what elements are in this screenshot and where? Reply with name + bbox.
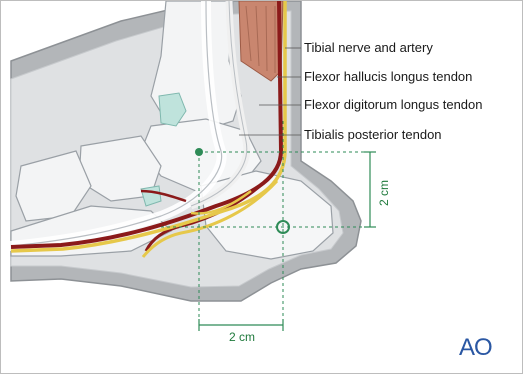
ao-logo: AO <box>459 334 492 361</box>
malleolus-marker-dot <box>195 148 203 156</box>
label-tibial-nerve-artery: Tibial nerve and artery <box>304 40 433 55</box>
label-tibialis-posterior: Tibialis posterior tendon <box>304 127 442 142</box>
label-flexor-hallucis-longus: Flexor hallucis longus tendon <box>304 69 472 84</box>
label-vertical-dimension: 2 cm <box>377 180 391 206</box>
label-flexor-digitorum-longus: Flexor digitorum longus tendon <box>304 97 483 112</box>
label-horizontal-dimension: 2 cm <box>229 330 255 344</box>
